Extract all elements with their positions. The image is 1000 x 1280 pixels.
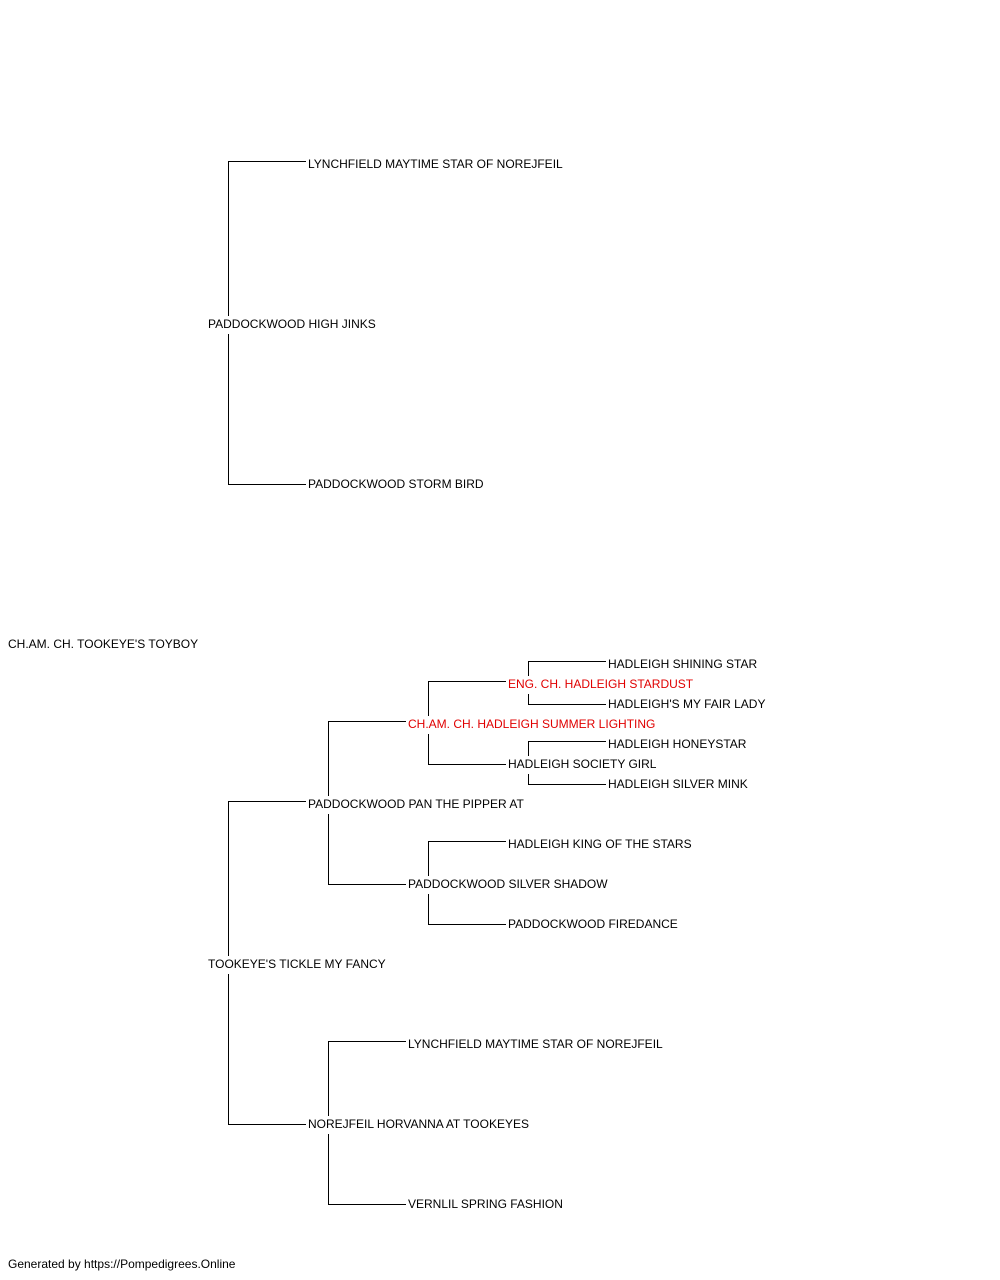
connector-line [428,841,506,842]
connector-line [228,334,229,485]
connector-line [428,681,429,716]
pedigree-dam-sire-sire-dam-dam[interactable]: HADLEIGH SILVER MINK [608,777,748,791]
pedigree-dam-sire[interactable]: PADDOCKWOOD PAN THE PIPPER AT [308,797,524,811]
connector-line [228,801,229,956]
pedigree-sire-sire[interactable]: LYNCHFIELD MAYTIME STAR OF NOREJFEIL [308,157,563,171]
connector-line [428,734,429,765]
connector-line [528,694,529,705]
pedigree-dam-sire-sire[interactable]: CH.AM. CH. HADLEIGH SUMMER LIGHTING [408,717,656,731]
connector-line [228,161,229,316]
connector-line [328,884,406,885]
connector-line [328,1204,406,1205]
connector-line [328,1134,329,1205]
pedigree-dam-sire-dam-dam[interactable]: PADDOCKWOOD FIREDANCE [508,917,678,931]
pedigree-dam-sire-sire-sire[interactable]: ENG. CH. HADLEIGH STARDUST [508,677,694,691]
pedigree-dam-sire-sire-sire-dam[interactable]: HADLEIGH'S MY FAIR LADY [608,697,766,711]
connector-line [528,774,529,785]
connector-line [428,894,429,925]
connector-line [228,974,229,1125]
connector-line [528,661,606,662]
connector-line [528,784,606,785]
pedigree-dam-sire-sire-dam-sire[interactable]: HADLEIGH HONEYSTAR [608,737,747,751]
pedigree-dam-sire-sire-sire-sire[interactable]: HADLEIGH SHINING STAR [608,657,758,671]
connector-line [328,814,329,885]
connector-line [528,661,529,676]
connector-line [428,841,429,876]
connector-line [528,741,606,742]
connector-line [328,721,406,722]
footer-credit: Generated by https://Pompedigrees.Online [8,1257,236,1271]
pedigree-dam-dam[interactable]: NOREJFEIL HORVANNA AT TOOKEYES [308,1117,529,1131]
connector-line [328,1041,406,1042]
connector-line [528,704,606,705]
connector-line [428,924,506,925]
pedigree-dam-dam-sire[interactable]: LYNCHFIELD MAYTIME STAR OF NOREJFEIL [408,1037,663,1051]
pedigree-dam-sire-dam-sire[interactable]: HADLEIGH KING OF THE STARS [508,837,692,851]
pedigree-dam-dam-dam[interactable]: VERNLIL SPRING FASHION [408,1197,563,1211]
pedigree-dam[interactable]: TOOKEYE'S TICKLE MY FANCY [208,957,386,971]
connector-line [228,1124,306,1125]
connector-line [528,741,529,756]
pedigree-dam-sire-sire-dam[interactable]: HADLEIGH SOCIETY GIRL [508,757,657,771]
connector-line [228,161,306,162]
pedigree-sire[interactable]: PADDOCKWOOD HIGH JINKS [208,317,376,331]
connector-line [428,764,506,765]
connector-line [328,721,329,796]
pedigree-sire-dam[interactable]: PADDOCKWOOD STORM BIRD [308,477,484,491]
connector-line [228,801,306,802]
pedigree-dam-sire-dam[interactable]: PADDOCKWOOD SILVER SHADOW [408,877,608,891]
pedigree-subject[interactable]: CH.AM. CH. TOOKEYE'S TOYBOY [8,637,199,651]
connector-line [428,681,506,682]
connector-line [228,484,306,485]
connector-line [328,1041,329,1116]
